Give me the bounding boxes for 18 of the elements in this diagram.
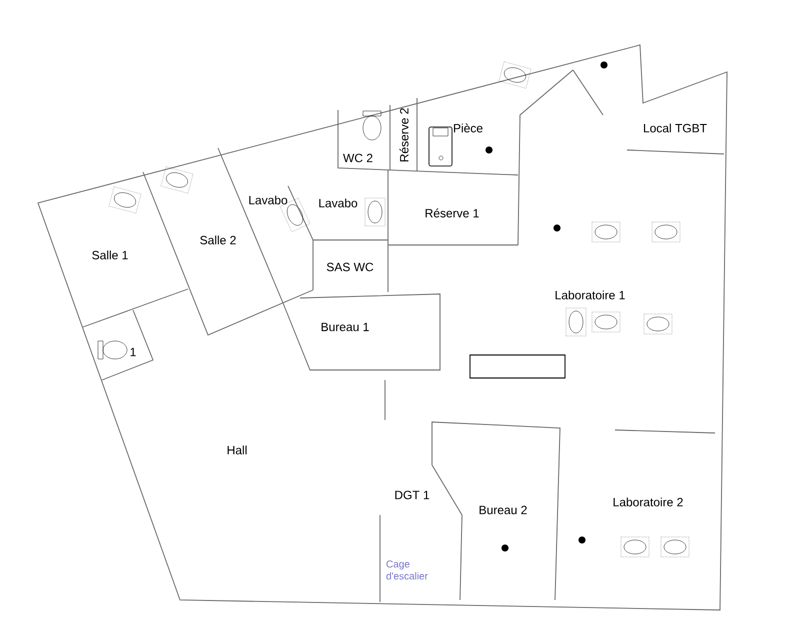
room-label: Laboratoire 1 <box>556 290 625 300</box>
room-label: Bureau 1 <box>322 322 369 332</box>
room-label: Salle 2 <box>200 236 236 244</box>
room-label: SAS WC <box>326 262 374 272</box>
room-label: Salle 1 <box>92 250 128 260</box>
room-label: Lavabo <box>319 198 358 208</box>
room-label: 1 <box>130 348 136 356</box>
room-label: Réserve 1 <box>426 208 479 218</box>
room-label: Lavabo <box>249 196 288 204</box>
room-label: Pièce <box>454 124 482 132</box>
room-label: Local TGBT <box>644 124 707 132</box>
room-label: Bureau 2 <box>480 506 527 514</box>
room-label: Laboratoire 2 <box>614 498 683 506</box>
room-label: Hall <box>228 446 247 454</box>
room-label: WC 2 <box>343 154 372 162</box>
room-label: DGT 1 <box>395 490 430 500</box>
room-label: Cage d'escalier <box>386 560 428 580</box>
room-label: Réserve 2 <box>400 108 408 162</box>
